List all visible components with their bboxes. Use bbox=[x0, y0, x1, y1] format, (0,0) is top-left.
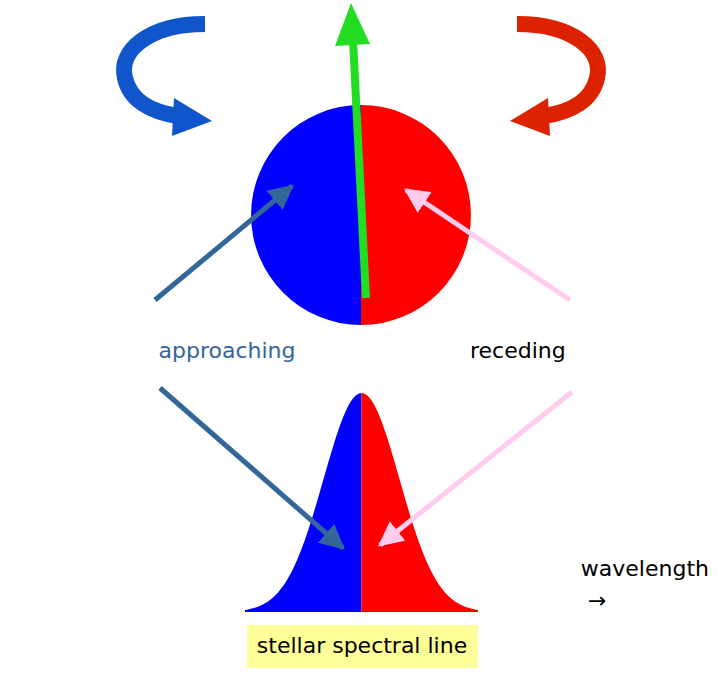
axis-arrow: → bbox=[588, 588, 606, 614]
approaching-half bbox=[251, 105, 361, 325]
side-label: approaching bbox=[159, 338, 296, 364]
rotation-arrow-blue bbox=[124, 24, 212, 136]
caption-box: stellar spectral line bbox=[247, 625, 478, 668]
rotation-arrow-red bbox=[510, 24, 598, 136]
spectral-line-red bbox=[362, 393, 479, 612]
leader-line bbox=[160, 388, 343, 548]
caption-text: stellar spectral line bbox=[257, 632, 468, 661]
side-label: receding bbox=[470, 338, 566, 364]
axis-label: wavelength bbox=[581, 556, 709, 582]
spectral-line-blue bbox=[245, 393, 362, 612]
receding-half bbox=[361, 105, 471, 325]
leader-line bbox=[406, 190, 570, 300]
leader-line bbox=[155, 186, 292, 300]
rotation-axis bbox=[335, 3, 370, 298]
leader-line bbox=[380, 392, 572, 545]
